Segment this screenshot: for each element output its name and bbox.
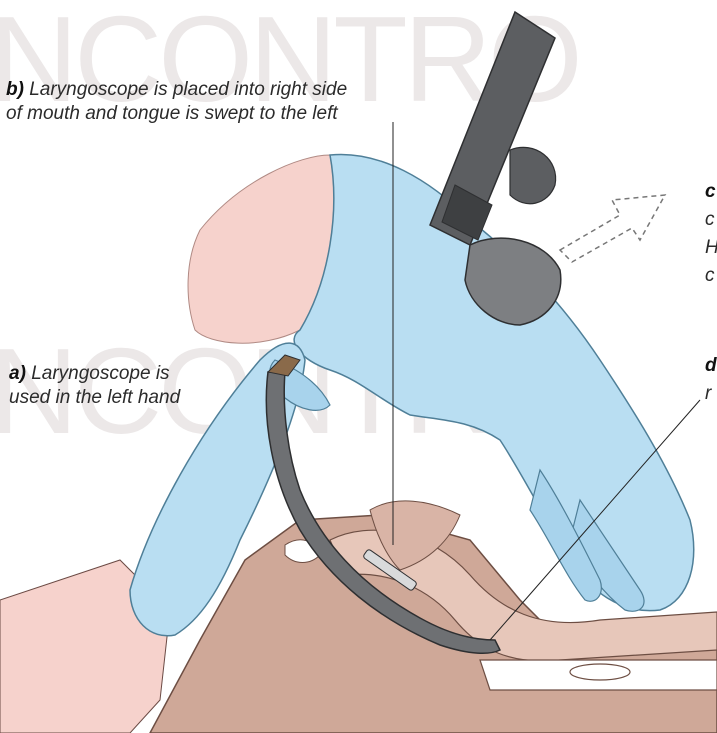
label-b-letter: b): [6, 79, 24, 100]
vertebra: [570, 664, 630, 680]
label-c: c c H c: [705, 178, 717, 290]
label-c-line3: c: [705, 265, 715, 286]
label-a-letter: a): [9, 363, 26, 384]
label-a: a) Laryngoscope is used in the left hand: [9, 362, 180, 410]
label-c-line2: H: [705, 237, 717, 258]
label-a-line2: used in the left hand: [9, 387, 180, 408]
label-c-line1: c: [705, 209, 715, 230]
label-b-line1: Laryngoscope is placed into right side: [29, 79, 347, 100]
label-b-line2: of mouth and tongue is swept to the left: [6, 103, 338, 124]
label-c-letter: c: [705, 181, 716, 202]
label-a-line1: Laryngoscope is: [31, 363, 169, 384]
label-d-letter: d: [705, 355, 717, 376]
lift-direction-arrow: [560, 195, 665, 262]
label-b: b) Laryngoscope is placed into right sid…: [6, 78, 347, 126]
label-d-line1: r: [705, 383, 711, 404]
handle-knob: [510, 147, 556, 203]
label-d: d r: [705, 352, 717, 408]
